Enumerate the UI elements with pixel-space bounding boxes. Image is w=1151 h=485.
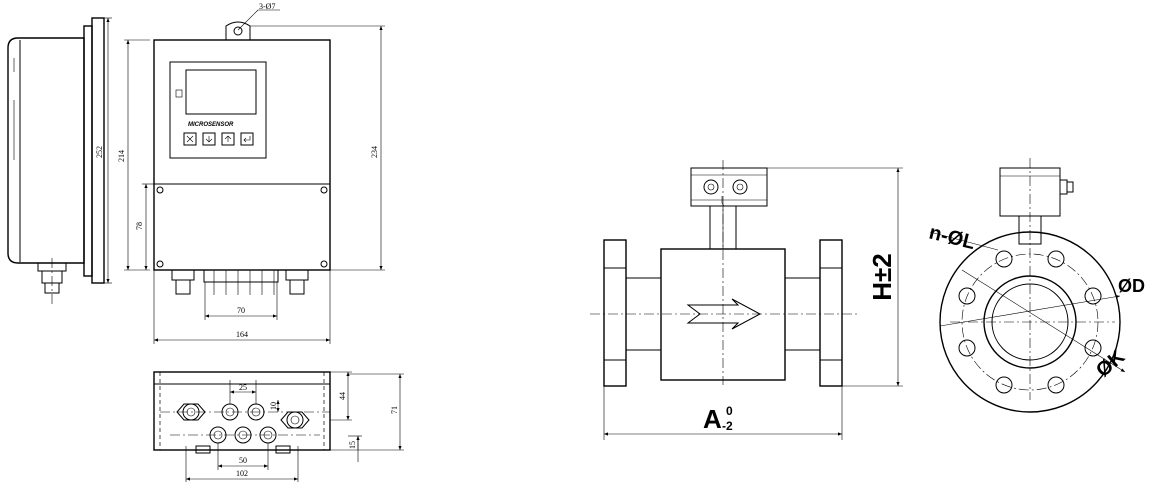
length-tolerance-upper: 0 (726, 404, 733, 418)
bottom-base-label: 15 (348, 441, 357, 449)
sensor-front-view: H±2 A 0 -2 (590, 160, 903, 440)
bottom-total-label: 71 (390, 406, 399, 414)
bottom-offset-label: 10 (269, 402, 278, 410)
hole-label: 3-Ø7 (259, 2, 275, 11)
cover-screws (156, 186, 328, 268)
lower-height-label: 78 (135, 222, 144, 230)
bottom-small-glands (209, 403, 277, 444)
length-label: A (703, 404, 722, 434)
bottom-gland-right (280, 411, 310, 429)
converter-front-view: 3-Ø7 MICROSENSOR (117, 2, 385, 344)
bottom-height-label: 44 (338, 392, 347, 400)
flange-left (603, 239, 627, 387)
sensor-side-view: n-ØL ØD ØK (927, 158, 1145, 413)
enter-key-icon (240, 132, 254, 146)
flow-arrow-icon (686, 298, 762, 330)
gland-span-label: 70 (237, 306, 245, 315)
lcd-screen (185, 69, 257, 115)
outer-diameter-label: ØD (1118, 276, 1145, 296)
depth-label: 252 (95, 146, 104, 158)
mount-height-label: 214 (117, 150, 126, 162)
brand-text: MICROSENSOR (188, 122, 234, 128)
bolt-holes (958, 250, 1102, 394)
bottom-pitch-label: 25 (239, 383, 247, 392)
flange-outer (939, 231, 1121, 413)
cable-glands (171, 269, 309, 295)
up-key-icon (221, 132, 235, 146)
width-label: 164 (236, 330, 248, 339)
bolt-holes-label: n-ØL (927, 222, 978, 255)
length-tolerance-lower: -2 (722, 419, 733, 433)
down-key-icon (202, 132, 216, 146)
flange-right (819, 239, 843, 387)
bottom-overall-label: 102 (236, 469, 248, 478)
height-label: H±2 (867, 253, 897, 301)
bolt-circle-label: ØK (1092, 345, 1130, 381)
total-height-label: 234 (370, 146, 379, 158)
converter-bottom-view: 25 10 50 102 44 71 15 (153, 371, 404, 482)
pipe-outer (983, 275, 1077, 369)
bottom-gland-pitch-label: 50 (239, 456, 247, 465)
pipe-bore (991, 283, 1069, 361)
bolt-circle (961, 253, 1099, 391)
converter-side-view: 252 (7, 17, 112, 305)
display-panel (169, 61, 267, 159)
set-key-icon (183, 132, 197, 146)
